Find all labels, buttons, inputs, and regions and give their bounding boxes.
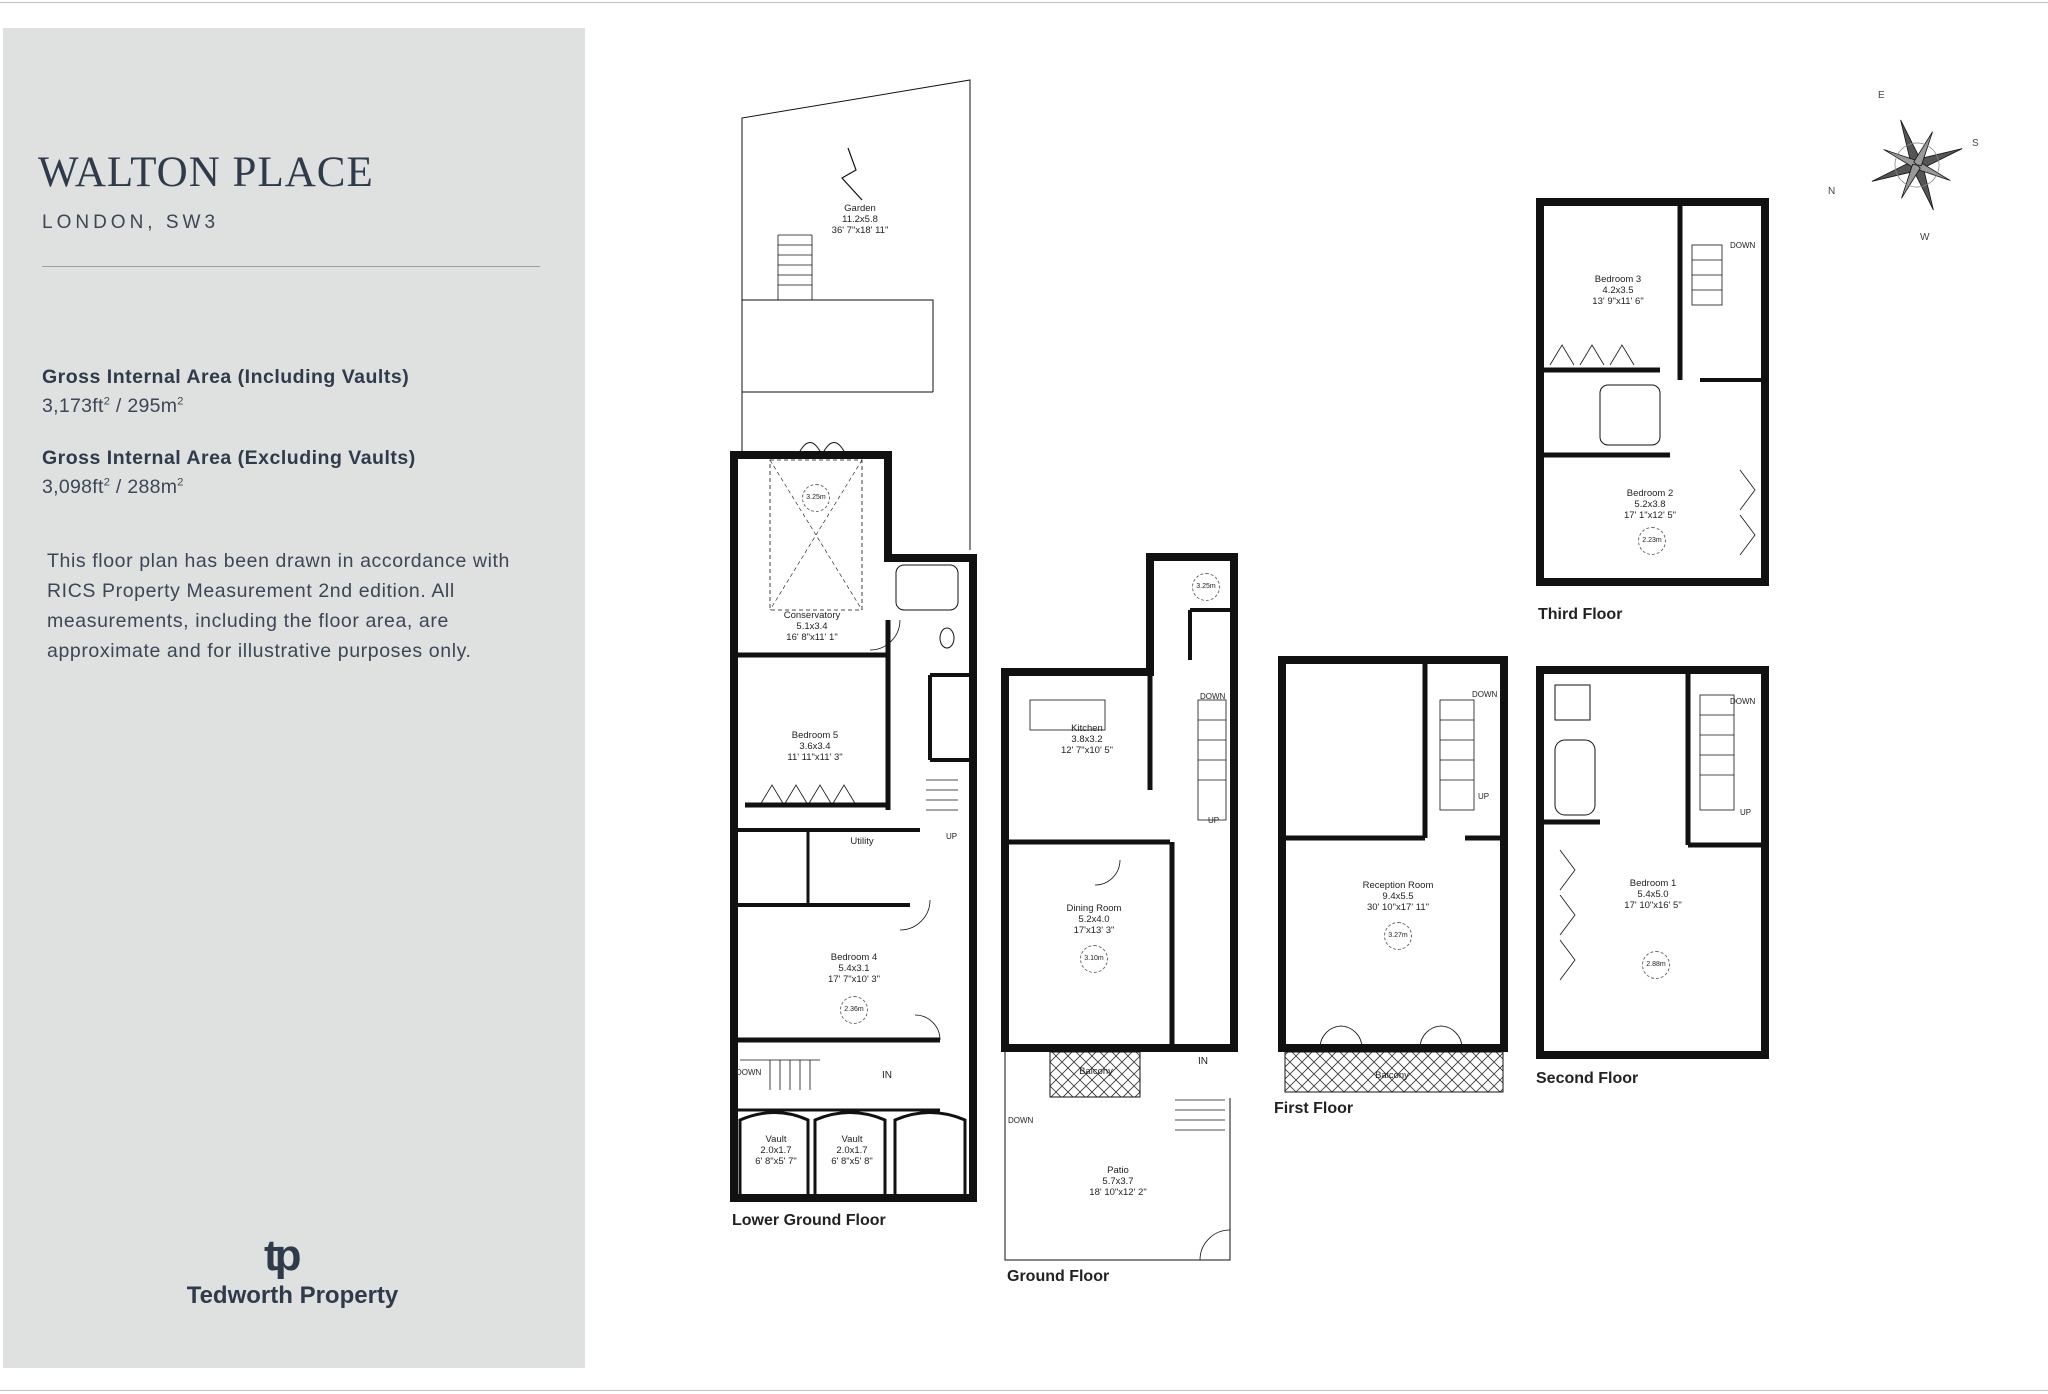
- height-bedroom-2: 2.23m: [1638, 527, 1666, 555]
- height-ground-wc: 3.25m: [1192, 573, 1220, 601]
- compass-north: N: [1828, 186, 1836, 197]
- entrance-ground: IN: [1198, 1056, 1208, 1067]
- second-floor-plan: [1536, 666, 1769, 1059]
- height-reception: 3.27m: [1384, 922, 1412, 950]
- stairs-up-first: UP: [1478, 792, 1490, 801]
- brand-logo: tp: [264, 1232, 305, 1280]
- first-floor-plan: [1278, 656, 1508, 1093]
- compass-west: W: [1920, 232, 1930, 243]
- floor-label-third: Third Floor: [1538, 606, 1623, 623]
- lower-ground-floor-plan: [730, 79, 977, 1202]
- room-utility: Utility: [850, 836, 874, 847]
- area-label-excluding: Gross Internal Area (Excluding Vaults): [42, 447, 416, 469]
- compass-south: S: [1972, 138, 1979, 149]
- ground-floor-plan: [1001, 553, 1238, 1261]
- divider: [42, 266, 540, 267]
- patio-steps-down: DOWN: [1008, 1116, 1034, 1125]
- third-floor-plan: [1536, 198, 1769, 586]
- floor-label-lower-ground: Lower Ground Floor: [732, 1212, 886, 1229]
- stairs-down-third: DOWN: [1730, 241, 1756, 250]
- stairs-down-ground: DOWN: [1200, 692, 1226, 701]
- height-dining: 3.10m: [1080, 945, 1108, 973]
- floor-label-second: Second Floor: [1536, 1070, 1639, 1087]
- height-conservatory: 3.25m: [802, 484, 830, 512]
- stairs-up-second: UP: [1740, 808, 1752, 817]
- info-panel: [3, 28, 585, 1368]
- stairs-up-lower: UP: [946, 832, 958, 841]
- property-location: LONDON, SW3: [42, 212, 220, 233]
- room-balcony-first: Balcony: [1375, 1070, 1409, 1081]
- compass-east: E: [1878, 90, 1885, 101]
- stairs-up-ground: UP: [1208, 816, 1220, 825]
- top-border: [0, 2, 2048, 3]
- stairs-down-lower: DOWN: [736, 1068, 762, 1077]
- area-value-including: 3,173ft2 / 295m2: [42, 395, 184, 417]
- area-value-excluding: 3,098ft2 / 288m2: [42, 476, 184, 498]
- height-bedroom-1: 2.88m: [1642, 951, 1670, 979]
- entrance-lower: IN: [882, 1070, 892, 1081]
- stairs-down-first: DOWN: [1472, 690, 1498, 699]
- height-bedroom-4: 2.36m: [840, 996, 868, 1024]
- bottom-border: [0, 1390, 2048, 1391]
- property-title: WALTON PLACE: [38, 149, 374, 196]
- floor-label-first: First Floor: [1274, 1100, 1354, 1117]
- compass-rose: [1871, 119, 1963, 211]
- area-label-including: Gross Internal Area (Including Vaults): [42, 366, 410, 388]
- brand-name[interactable]: Tedworth Property: [186, 1282, 399, 1309]
- room-balcony-ground: Balcony: [1079, 1066, 1113, 1077]
- disclaimer-text: This floor plan has been drawn in accord…: [47, 550, 510, 662]
- floor-label-ground: Ground Floor: [1007, 1268, 1110, 1285]
- stairs-down-second: DOWN: [1730, 697, 1756, 706]
